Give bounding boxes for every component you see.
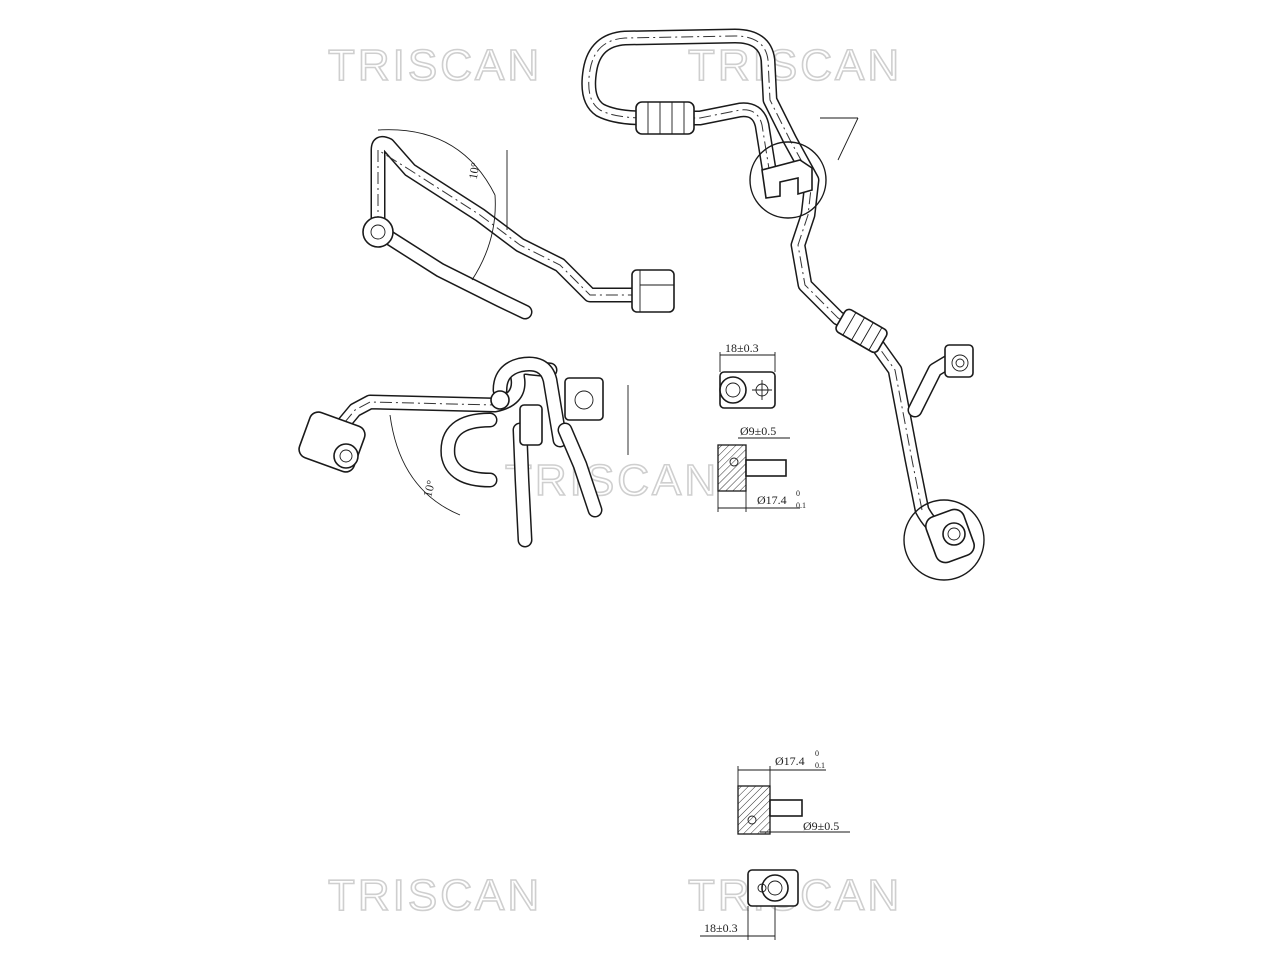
angle-label-bottom: 10° [420,478,438,498]
watermark-bottom-left: TRISCAN [328,871,542,920]
side-view-top-fitting [631,269,675,313]
end-banjo-fitting [925,508,975,564]
lower-corrugation [835,308,888,354]
detail-circle-top [749,141,827,219]
upper-corrugation [635,101,695,135]
angle-label-top: 10° [466,161,483,180]
watermark-middle: TRISCAN [505,456,719,505]
outer-dimension-bottom: Ø17.4 [775,754,805,768]
bore-dimension-top: Ø9±0.5 [740,424,776,438]
watermark-top-right: TRISCAN [688,41,902,90]
detail-circle-bottom [903,499,985,581]
watermark-top-left: TRISCAN [328,41,542,90]
main-hose-view [581,28,985,581]
outer-tolerance-bottom-upper: 0 [815,749,819,758]
side-view-bottom: 10° [298,356,629,548]
outer-tolerance-top-upper: 0 [796,489,800,498]
width-dimension-bottom: 18±0.3 [704,921,738,935]
fitting-detail-bottom: Ø17.4 0 0.1 Ø9±0.5 18±0.3 [700,749,850,940]
width-dimension-top: 18±0.3 [725,341,759,355]
branch-fitting [944,344,974,378]
outer-tolerance-top-lower: 0.1 [796,501,806,510]
outer-tolerance-bottom-lower: 0.1 [815,761,825,770]
outer-dimension-top: Ø17.4 [757,493,787,507]
mounting-bracket [761,159,813,199]
bore-dimension-bottom: Ø9±0.5 [803,819,839,833]
side-view-top: 10° [362,129,675,320]
fitting-detail-top: 18±0.3 Ø9±0.5 Ø17.4 0 0.1 [717,341,806,512]
